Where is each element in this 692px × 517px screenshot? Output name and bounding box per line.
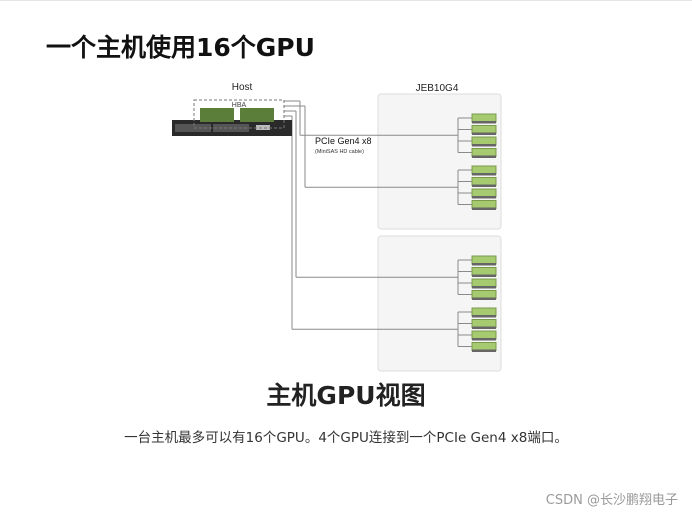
watermark: CSDN @长沙鹏翔电子 [545, 493, 678, 508]
gpu-card [471, 165, 497, 175]
diagram-caption: 主机GPU视图 [266, 381, 426, 410]
gpu-card-base [472, 263, 496, 266]
gpu-card-base [472, 297, 496, 300]
link-label: PCIe Gen4 x8 [315, 136, 372, 146]
gpu-cards [471, 113, 497, 352]
gpu-card-base [472, 196, 496, 199]
gpu-card-base [472, 326, 496, 329]
gpu-card [471, 342, 497, 351]
gpu-card-base [472, 338, 496, 341]
gpu-card-base [472, 132, 496, 135]
gpu-card-base [472, 274, 496, 277]
host-panel [256, 125, 270, 130]
expansion-label: JEB10G4 [416, 83, 459, 94]
gpu-card [471, 188, 497, 198]
wires [284, 100, 472, 347]
cable-label: (MiniSAS HD cable) [315, 149, 364, 155]
gpu-card [471, 148, 497, 157]
slide-title: 一个主机使用16个GPU [46, 33, 315, 62]
top-rule [0, 0, 692, 1]
gpu-card-base [472, 144, 496, 147]
host-server: Host HBA [172, 82, 292, 136]
gpu-card [471, 319, 497, 328]
host-drive-bay-left [175, 124, 211, 132]
gpu-card [471, 177, 497, 186]
host-gpu-diagram: Host HBA JEB10G4 PCIe Gen4 x8 (MiniSAS H… [172, 82, 502, 372]
description: 一台主机最多可以有16个GPU。4个GPU连接到一个PCIe Gen4 x8端口… [124, 430, 568, 446]
gpu-card [471, 136, 497, 146]
gpu-card [471, 267, 497, 276]
enclosure-1 [377, 93, 502, 230]
enclosures [377, 93, 502, 372]
gpu-card [471, 200, 497, 209]
gpu-card [471, 290, 497, 299]
gpu-card-base [472, 286, 496, 289]
gpu-card-base [472, 173, 496, 176]
gpu-card-base [472, 184, 496, 187]
host-label: Host [232, 82, 253, 93]
gpu-card-base [472, 155, 496, 158]
gpu-card [471, 255, 497, 265]
hba-card-1 [200, 108, 234, 122]
gpu-card [471, 330, 497, 340]
gpu-card-base [472, 121, 496, 124]
enclosure-2 [377, 235, 502, 372]
gpu-card-base [472, 349, 496, 352]
gpu-card [471, 113, 497, 123]
gpu-card-base [472, 315, 496, 318]
hba-label: HBA [232, 102, 247, 109]
gpu-card [471, 307, 497, 317]
gpu-card-base [472, 207, 496, 210]
hba-card-2 [240, 108, 274, 122]
hba-outline [193, 99, 285, 129]
gpu-card [471, 278, 497, 288]
gpu-card [471, 125, 497, 134]
